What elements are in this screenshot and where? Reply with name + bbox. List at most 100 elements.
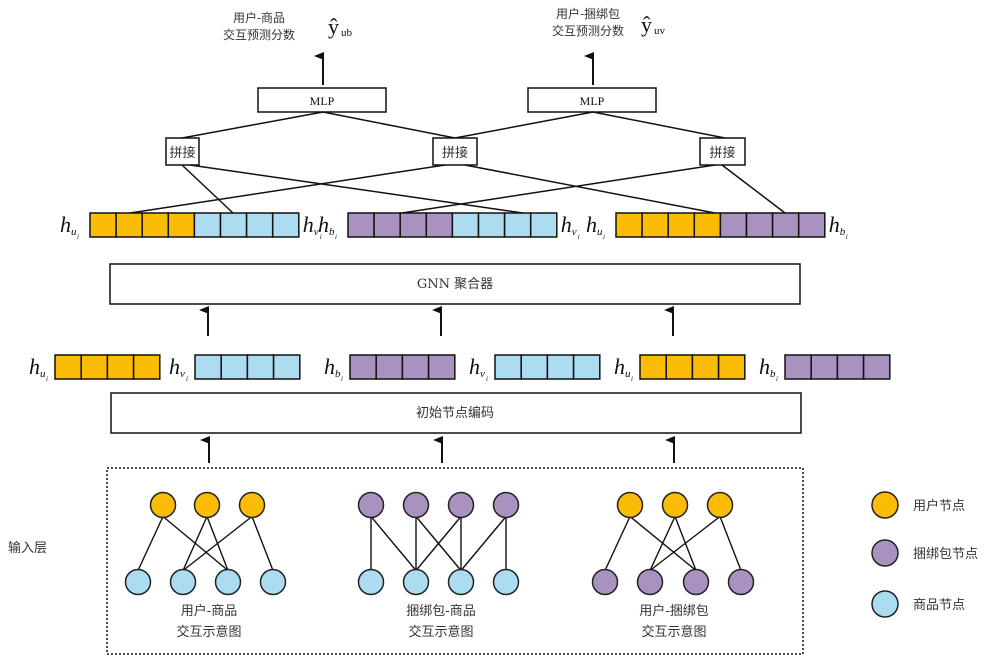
mlp-box-1: MLP	[257, 87, 387, 113]
initial-vector-6-cell	[836, 354, 865, 380]
initial-vector-1-cell	[80, 354, 109, 380]
bundle-node	[591, 568, 619, 596]
legend-item-label: 商品节点	[913, 598, 965, 613]
graph-1-caption-line1: 用户-商品	[181, 603, 237, 619]
initial-vector-3-label-subsub: i	[341, 375, 343, 383]
concat-vector-2-cell	[503, 212, 532, 238]
graph-edge	[604, 516, 631, 571]
legend-bundle-swatch	[871, 539, 899, 567]
initial-vector-6-cell	[810, 354, 839, 380]
line-concat2-hu2	[464, 164, 716, 214]
initial-vector-4-label-subsub: i	[486, 375, 488, 383]
initial-vector-1-cell	[132, 354, 161, 380]
user-node	[149, 491, 177, 519]
legend-item-swatch	[871, 590, 899, 618]
user-node	[238, 491, 266, 519]
line-concat3-hb	[401, 164, 716, 214]
concat-to-vector-lines	[129, 164, 786, 214]
graph-edge	[370, 516, 417, 571]
initial-vector-2-label-sub: v	[180, 368, 185, 380]
concat-vector-1-cell	[219, 212, 248, 238]
concat-vector-2-left-label-base: h	[318, 212, 329, 237]
concat-vector-3	[615, 212, 826, 238]
initial-vector-6-label-base: h	[759, 354, 770, 379]
item-node	[402, 568, 430, 596]
concat-vector-1-right-label-base: h	[303, 212, 314, 237]
user-node	[661, 491, 689, 519]
initial-vector-3-cell	[401, 354, 430, 380]
initial-vector-1-cell	[106, 354, 135, 380]
concat-vector-3-cell	[719, 212, 748, 238]
bundle-node	[402, 491, 430, 519]
initial-vector-2-label-base: h	[169, 354, 180, 379]
input-layer-box	[106, 467, 804, 655]
initial-vector-2-cell	[220, 354, 249, 380]
concat-vector-3-cell	[797, 212, 826, 238]
output-uv-label-line2: 交互预测分数	[552, 23, 624, 38]
bundle-node	[447, 491, 475, 519]
concat-vector-3-cell	[641, 212, 669, 238]
initial-vector-5-cell	[665, 354, 694, 380]
mlp-box-1-label: MLP	[310, 94, 335, 108]
gnn-aggregator-box: GNN 聚合器	[109, 263, 801, 305]
legend-item-user: 用户节点	[871, 491, 965, 519]
legend-user-label: 用户节点	[913, 498, 965, 514]
concat-vector-3-cell	[745, 212, 774, 238]
initial-vector-3-cell	[375, 354, 404, 380]
graph-edge	[137, 516, 164, 571]
output-ub-label-line2: 交互预测分数	[223, 27, 295, 42]
input-layer-label: 输入层	[8, 540, 47, 556]
line-mlp1-concat2	[322, 111, 456, 139]
item-node	[214, 568, 242, 596]
item-node	[492, 568, 520, 596]
concat-vector-2-cell	[529, 212, 558, 238]
initial-vector-1	[54, 354, 161, 380]
line-mlp2-concat3	[592, 111, 726, 139]
concat-vector-1	[89, 212, 300, 238]
concat-vector-3-right-label-subsub: i	[846, 233, 848, 241]
initial-vector-1-label-sub: u	[40, 368, 46, 380]
mlp-box-2: MLP	[527, 87, 657, 113]
item-node	[447, 568, 475, 596]
concat-vector-1-right-label-subsub: i	[320, 233, 322, 241]
user-node	[193, 491, 221, 519]
legend-item-bundle: 捆绑包节点	[871, 539, 978, 567]
initial-vector-3-label-base: h	[324, 354, 335, 379]
bundle-node	[357, 491, 385, 519]
initial-vector-6-cell	[862, 354, 891, 380]
concat-vector-2-cell	[451, 212, 480, 238]
output-ub-subscript: ub	[341, 27, 353, 39]
concat-box-3-label: 拼接	[709, 145, 735, 161]
concat-vector-1-cell	[89, 212, 117, 238]
concat-vector-1-cell	[271, 212, 300, 238]
graph-2-caption-line2: 交互示意图	[408, 624, 473, 640]
gnn-aggregator-label: GNN 聚合器	[417, 277, 493, 292]
initial-vector-5-label-subsub: i	[631, 375, 633, 383]
concat-vector-3-right-label-sub: b	[840, 226, 846, 238]
concat-vector-1-left-label-subsub: i	[77, 233, 79, 241]
concat-box-2: 拼接	[432, 137, 478, 166]
concat-vector-2-cell	[373, 212, 401, 238]
initial-vector-2-cell	[272, 354, 301, 380]
initial-vector-6-label-subsub: i	[776, 375, 778, 383]
initial-vector-3-cell	[349, 354, 377, 380]
line-concat1-hv	[181, 164, 234, 214]
mlp-to-concat-lines	[181, 111, 726, 139]
initial-vector-5-label-sub: u	[625, 368, 631, 380]
output-uv-symbol: ŷ	[641, 12, 652, 37]
output-ub-label-line1: 用户-商品	[233, 10, 285, 25]
concat-vector-2	[347, 212, 558, 238]
line-concat3-hb2	[721, 164, 786, 214]
concat-box-1: 拼接	[165, 137, 200, 166]
legend-item-item: 商品节点	[871, 590, 965, 618]
